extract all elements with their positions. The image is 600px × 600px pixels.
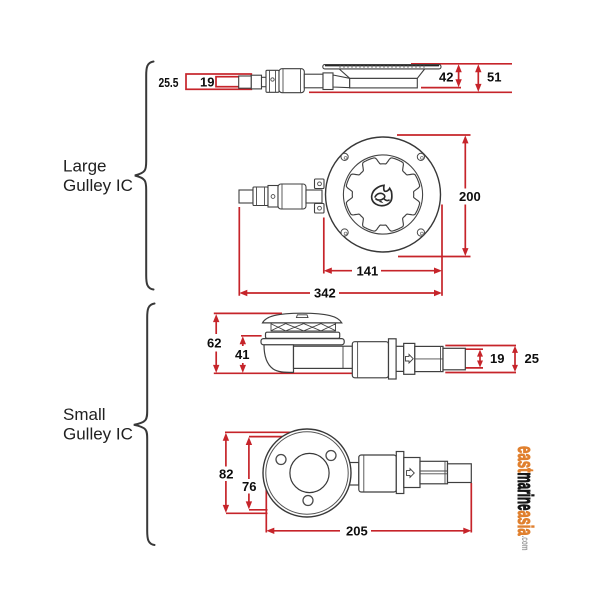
svg-text:19: 19 <box>490 351 504 366</box>
svg-text:east: east <box>513 446 538 473</box>
svg-text:25: 25 <box>525 351 539 366</box>
svg-text:42: 42 <box>439 70 453 85</box>
svg-text:asia: asia <box>513 511 538 536</box>
svg-text:Small: Small <box>63 405 106 424</box>
svg-text:41: 41 <box>235 347 249 362</box>
svg-text:Gulley IC: Gulley IC <box>63 425 133 444</box>
svg-text:51: 51 <box>487 70 501 85</box>
svg-text:.com: .com <box>519 536 530 551</box>
svg-text:19: 19 <box>200 75 214 90</box>
svg-text:25.5: 25.5 <box>159 75 179 90</box>
svg-text:82: 82 <box>219 466 233 481</box>
svg-text:Large: Large <box>63 157 106 176</box>
svg-text:342: 342 <box>314 285 336 300</box>
svg-text:141: 141 <box>357 263 379 278</box>
svg-text:200: 200 <box>459 189 481 204</box>
svg-text:marine: marine <box>513 473 538 511</box>
svg-text:Gulley IC: Gulley IC <box>63 176 133 195</box>
svg-text:76: 76 <box>242 479 256 494</box>
svg-text:205: 205 <box>346 523 368 538</box>
svg-text:62: 62 <box>207 335 221 350</box>
